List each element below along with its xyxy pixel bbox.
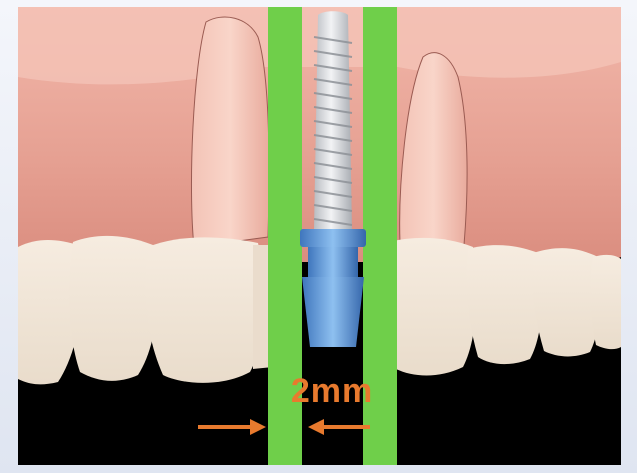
measurement-label: 2mm xyxy=(291,372,373,410)
dental-implant-illustration: 2mm xyxy=(18,7,621,465)
implant-screw xyxy=(314,11,352,229)
left-tooth-root xyxy=(191,17,269,247)
implant-abutment xyxy=(300,229,366,347)
illustration-svg: 2mm xyxy=(18,7,621,465)
